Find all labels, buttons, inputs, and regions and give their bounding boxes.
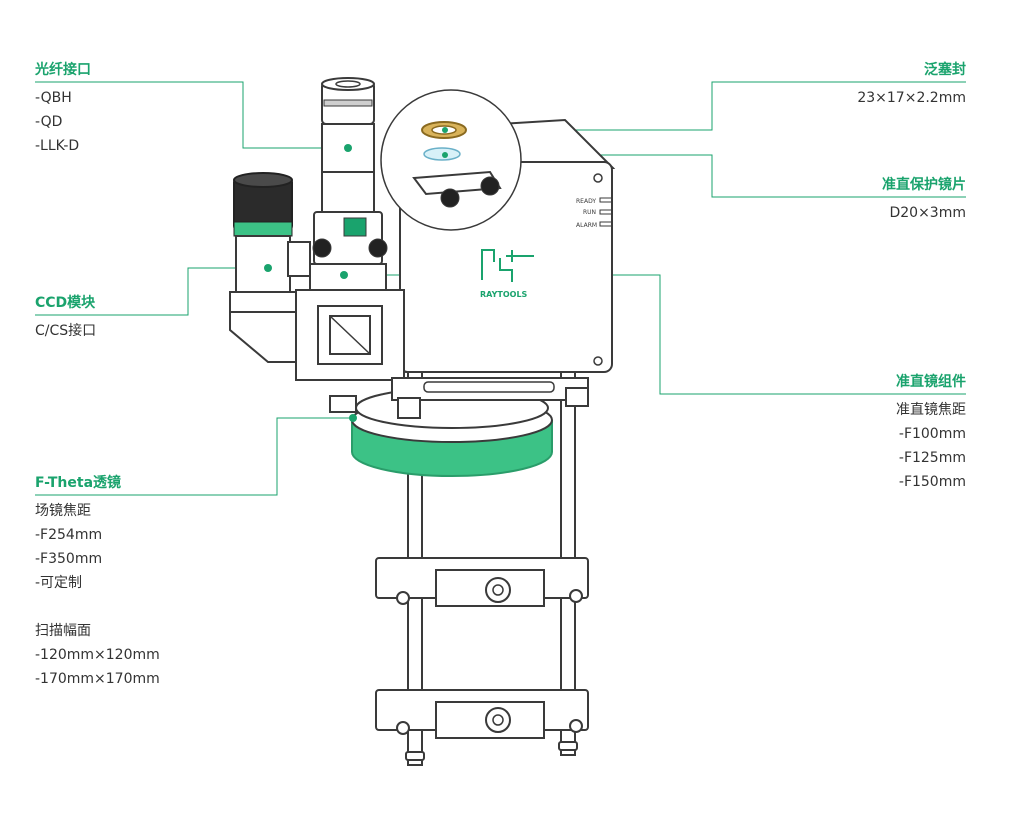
leader-ftheta xyxy=(35,417,353,496)
label-collimator-title: 准直镜组件 xyxy=(896,374,966,390)
label-collimator-line-3: -F125mm xyxy=(898,450,966,466)
label-ftheta-line-3: -F350mm xyxy=(35,551,103,567)
raytools-logo xyxy=(481,249,534,282)
leader-seal xyxy=(445,81,966,131)
label-ccd-line-1: C/CS接口 xyxy=(35,323,97,339)
label-seal: 泛塞封 23×17×2.2mm xyxy=(857,58,966,110)
fiber-interface xyxy=(309,77,388,309)
label-fiber-line-2: -QD xyxy=(35,114,63,130)
label-ftheta-line-8: -170mm×170mm xyxy=(35,671,160,687)
label-fiber-line-3: -LLK-D xyxy=(35,138,80,154)
label-ftheta-title: F-Theta透镜 xyxy=(35,475,122,491)
label-protect-title: 准直保护镜片 xyxy=(882,177,966,193)
label-fiber-line-1: -QBH xyxy=(35,90,72,106)
brand-text: RAYTOOLS xyxy=(480,290,528,299)
label-collimator-line-2: -F100mm xyxy=(898,426,966,442)
label-collimator-line-4: -F150mm xyxy=(898,474,966,490)
panel-ready-text: READY xyxy=(576,198,596,205)
label-ftheta-line-2: -F254mm xyxy=(35,527,103,543)
leader-ccd xyxy=(35,267,268,316)
label-ftheta: F-Theta透镜 场镜焦距 -F254mm -F350mm -可定制 扫描幅面… xyxy=(35,471,160,691)
label-collimator-line-1: 准直镜焦距 xyxy=(896,402,966,418)
label-ftheta-line-7: -120mm×120mm xyxy=(35,647,160,663)
lower-clamp-1 xyxy=(375,557,589,607)
label-fiber-title: 光纤接口 xyxy=(35,62,91,78)
label-protect-line-1: D20×3mm xyxy=(889,205,966,221)
label-collimator: 准直镜组件 准直镜焦距 -F100mm -F125mm -F150mm xyxy=(896,370,966,494)
label-seal-title: 泛塞封 xyxy=(924,62,966,78)
label-ftheta-line-1: 场镜焦距 xyxy=(35,503,91,519)
label-ftheta-line-4: -可定制 xyxy=(35,575,83,591)
detail-inset xyxy=(380,89,522,231)
label-ftheta-line-5 xyxy=(35,595,160,619)
label-ccd-title: CCD模块 xyxy=(35,295,96,311)
lower-clamp-2 xyxy=(375,689,589,739)
ftheta-lens xyxy=(329,387,553,477)
panel-alarm-text: ALARM xyxy=(576,222,597,229)
label-protect: 准直保护镜片 D20×3mm xyxy=(882,173,966,225)
ccd-module xyxy=(229,172,311,363)
label-ccd: CCD模块 C/CS接口 xyxy=(35,291,96,343)
panel-run-text: RUN xyxy=(583,209,596,216)
label-fiber: 光纤接口 -QBH -QD -LLK-D xyxy=(35,58,91,158)
leader-fiber xyxy=(35,81,348,149)
label-seal-line-1: 23×17×2.2mm xyxy=(857,90,966,106)
middle-block xyxy=(295,289,405,381)
upper-clamp xyxy=(391,377,589,419)
label-ftheta-line-6: 扫描幅面 xyxy=(35,623,91,639)
